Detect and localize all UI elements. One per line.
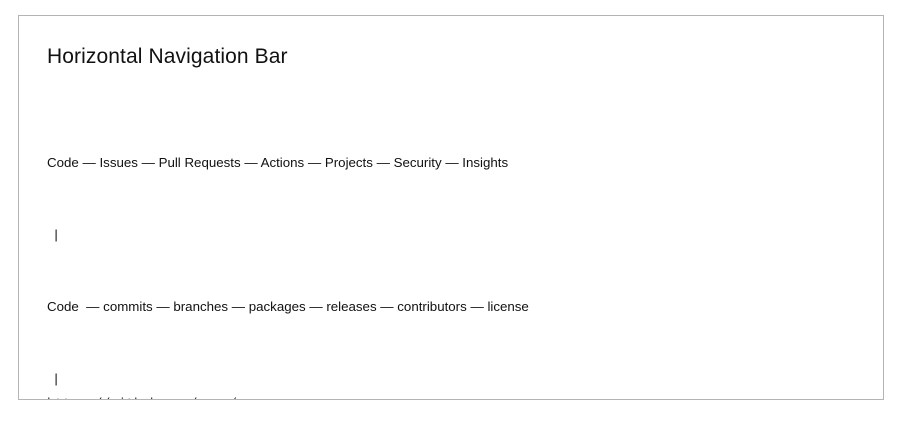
- page-title: Horizontal Navigation Bar: [47, 45, 288, 68]
- nav-pipe-separator-top: |: [47, 227, 58, 242]
- content-body: Horizontal Navigation Bar Code — Issues …: [19, 16, 883, 399]
- primary-navigation-row[interactable]: Code — Issues — Pull Requests — Actions …: [47, 155, 509, 170]
- nav-pipe-separator-bottom: |: [47, 371, 58, 386]
- content-frame: Horizontal Navigation Bar Code — Issues …: [18, 15, 884, 400]
- clipped-next-line: https://github.com/user/repo_name: [47, 394, 308, 399]
- navigation-block: Code — Issues — Pull Requests — Actions …: [47, 100, 883, 399]
- secondary-navigation-row[interactable]: Code — commits — branches — packages — r…: [47, 299, 529, 314]
